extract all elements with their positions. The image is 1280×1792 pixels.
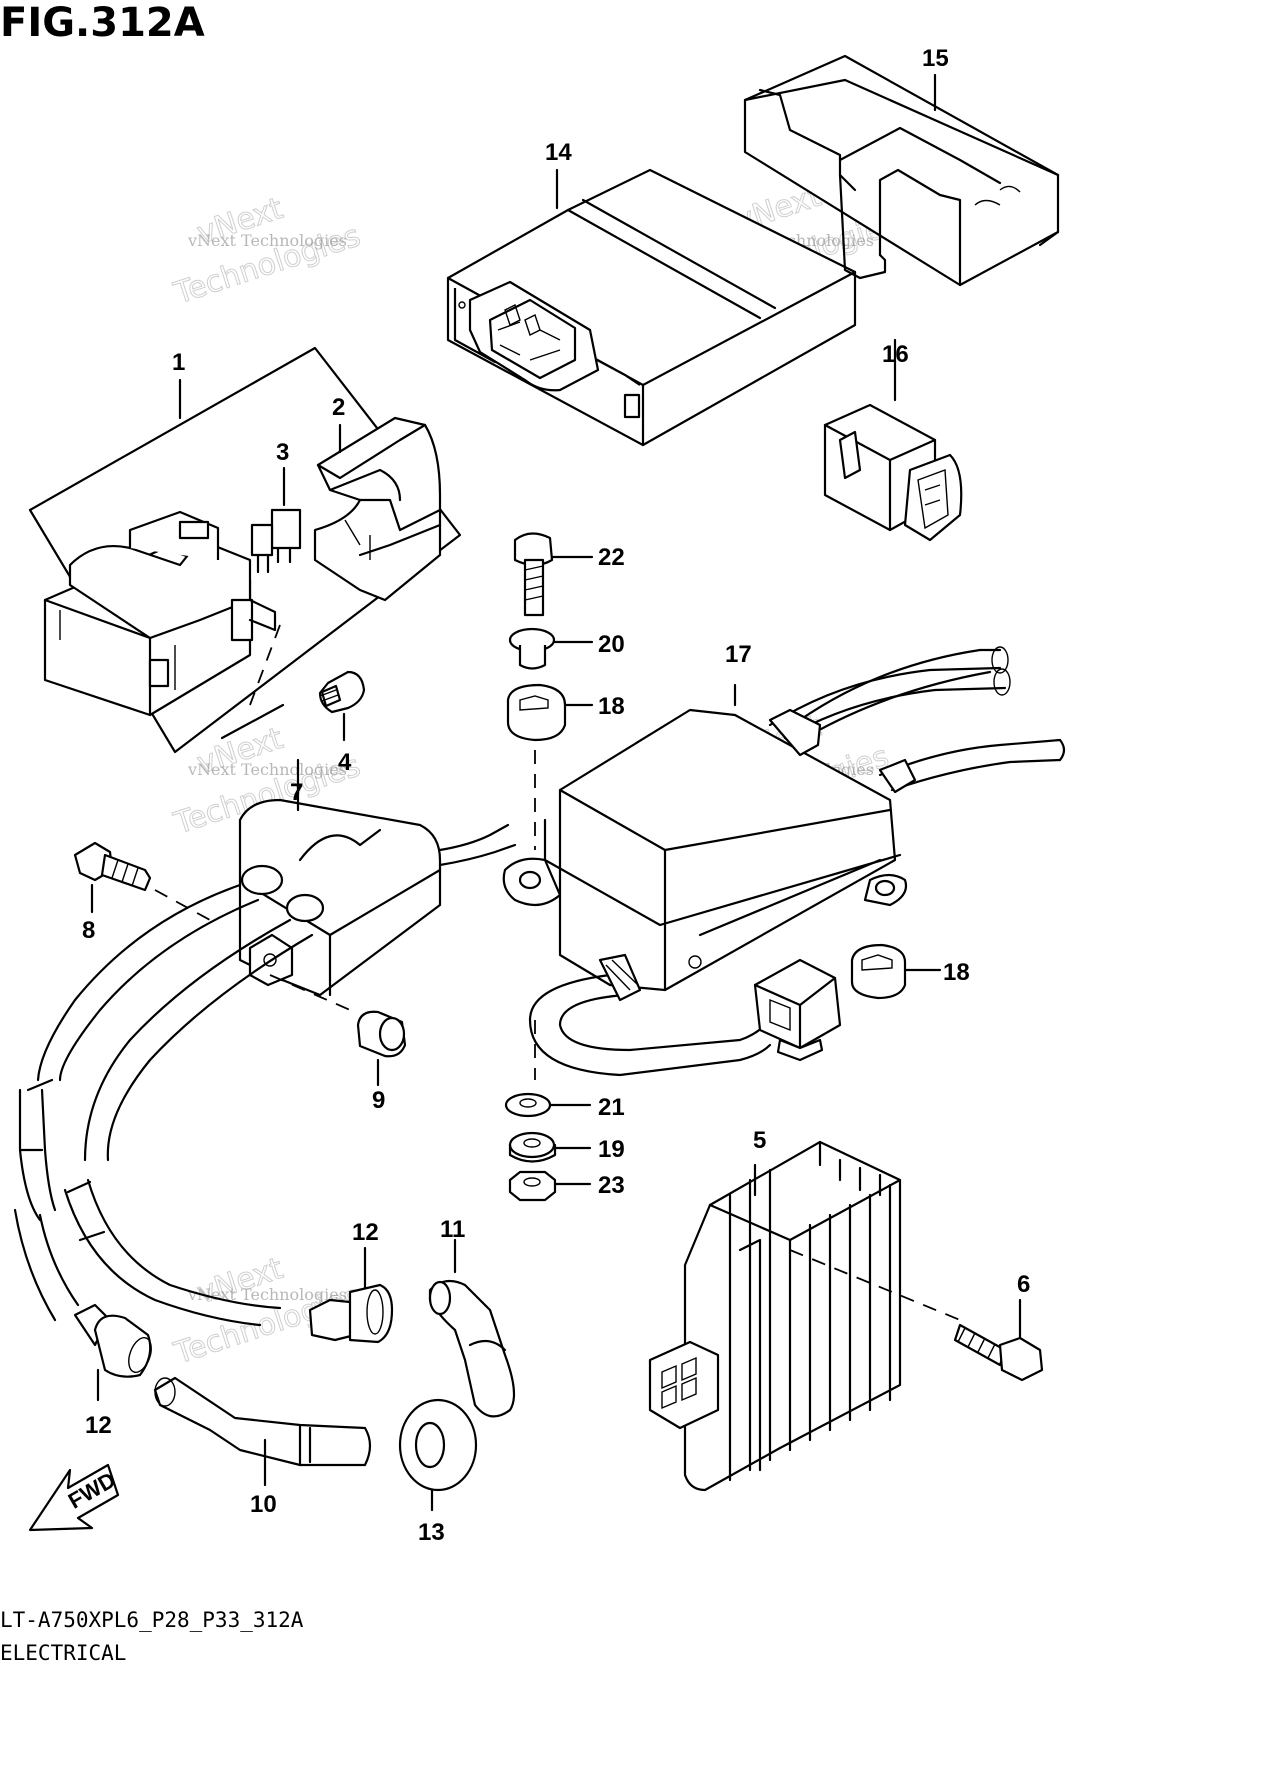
callout-22: 22	[598, 544, 625, 571]
ecm-unit	[446, 168, 857, 447]
starter-relay-assembly	[28, 346, 462, 754]
callout-23: 23	[598, 1172, 625, 1199]
washer-21	[504, 1092, 592, 1118]
callout-4: 4	[338, 749, 352, 776]
regulator-rectifier	[648, 1140, 961, 1492]
model-code: LT-A750XPL6_P28_P33_312A	[0, 1608, 304, 1632]
washer-19	[508, 1131, 592, 1163]
callout-9: 9	[372, 1087, 385, 1114]
control-module-17	[502, 646, 1066, 1080]
seal-13	[398, 1398, 478, 1512]
plug-cap-12-left	[73, 1303, 152, 1402]
section-name: ELECTRICAL	[0, 1641, 126, 1665]
grommet-18-top	[506, 683, 594, 850]
callout-14: 14	[545, 139, 572, 166]
callout-5: 5	[753, 1127, 766, 1154]
bolt-6	[953, 1298, 1044, 1382]
plug-cap-12-right	[308, 1246, 394, 1344]
ecm-cover	[743, 54, 1060, 287]
watermark-text-1: vNext Technologies	[187, 231, 347, 250]
callout-1: 1	[172, 349, 185, 376]
fuse	[250, 508, 302, 574]
relay-cover	[313, 416, 442, 602]
callout-8: 8	[82, 917, 95, 944]
bolt-8	[73, 841, 211, 921]
collar-9	[269, 974, 407, 1087]
callout-7: 7	[290, 779, 303, 806]
callout-17: 17	[725, 641, 752, 668]
plug-boot-11	[428, 1238, 516, 1418]
callout-16: 16	[882, 341, 909, 368]
connector-16	[823, 338, 963, 542]
callout-6: 6	[1017, 1271, 1030, 1298]
callout-20: 20	[598, 631, 625, 658]
callout-2: 2	[332, 394, 345, 421]
nut-23	[508, 1170, 592, 1202]
callout-13: 13	[418, 1519, 445, 1546]
plug-boot-10	[153, 1376, 372, 1487]
callout-21: 21	[598, 1094, 625, 1121]
watermark-text-5: vNext Technologies	[187, 1285, 347, 1304]
callout-19: 19	[598, 1136, 625, 1163]
bolt-22	[513, 532, 594, 617]
callout-18-top: 18	[598, 693, 625, 720]
callout-3: 3	[276, 439, 289, 466]
callout-11: 11	[440, 1216, 465, 1243]
fwd-arrow: FWD	[28, 1463, 120, 1532]
grommet-18-right	[850, 943, 942, 1000]
bolt-4	[318, 670, 366, 742]
callout-15: 15	[922, 45, 949, 72]
figure-title: FIG.312A	[0, 0, 205, 46]
callout-18-right: 18	[943, 959, 970, 986]
washer-20	[508, 627, 594, 670]
ignition-coil	[13, 758, 517, 1327]
callout-10: 10	[250, 1491, 277, 1518]
watermark-text-3: vNext Technologies	[187, 760, 347, 779]
callout-12-left: 12	[85, 1412, 112, 1439]
callout-12-right: 12	[352, 1219, 379, 1246]
